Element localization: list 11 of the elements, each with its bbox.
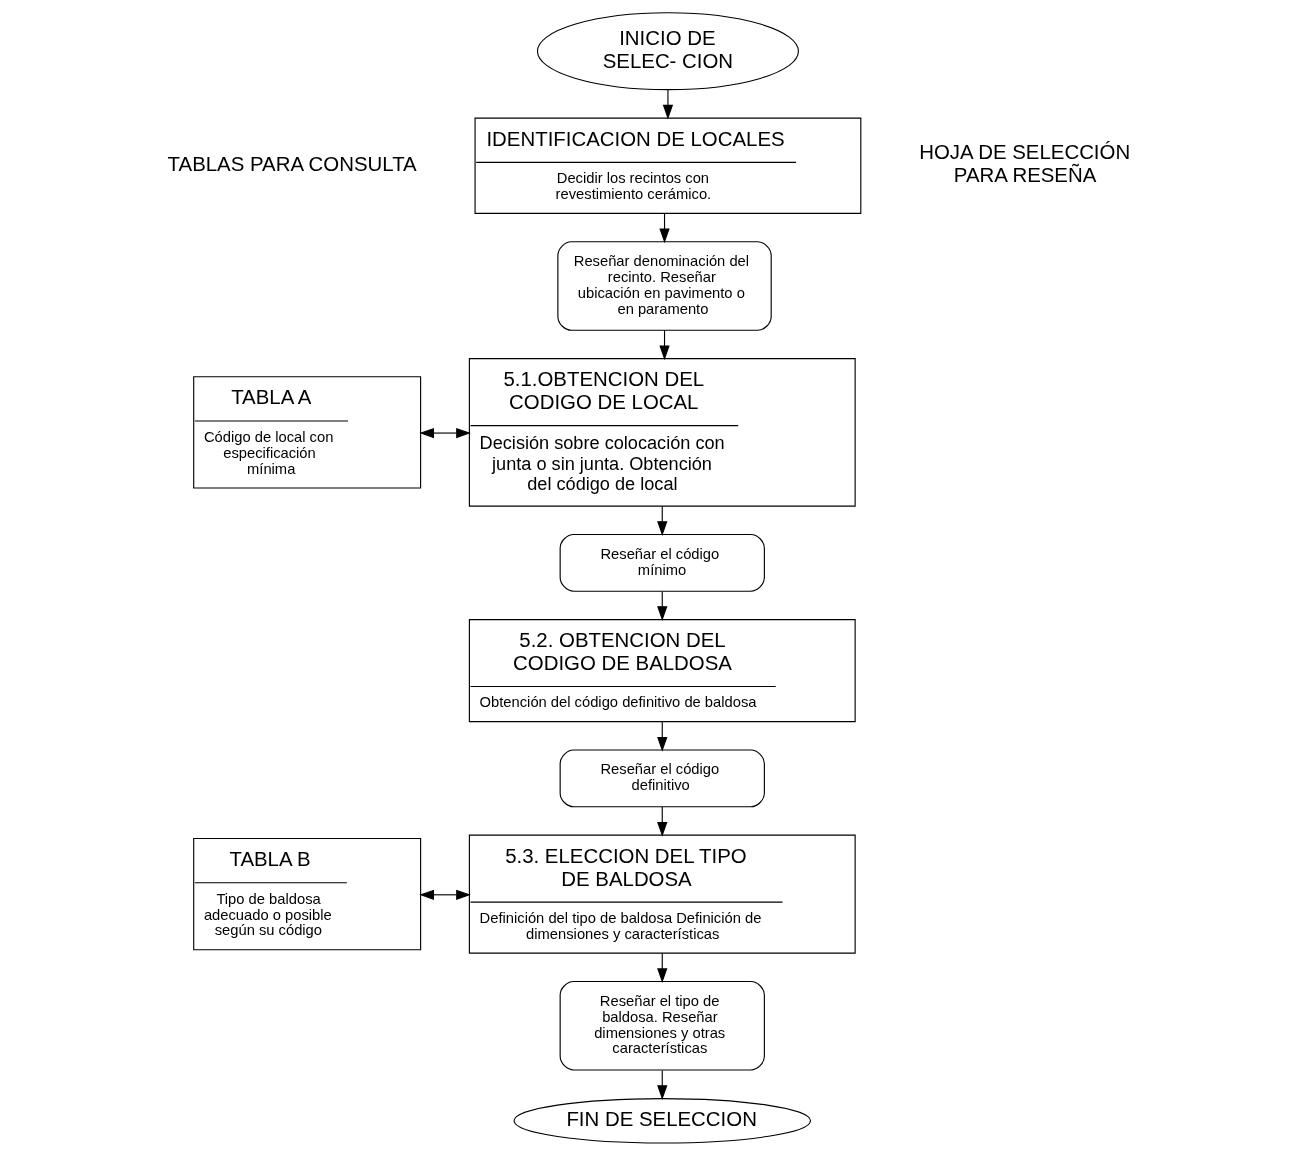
node-ellipse: INICIO DE SELEC- CION: [536, 12, 799, 91]
node-box: Reseñar el código mínimo: [559, 533, 765, 592]
node-box: Reseñar denominación del recinto. Reseñar ubicación en pavimento o en paramento: [556, 241, 772, 331]
arrow: [662, 89, 673, 120]
node-box: Reseñar el tipo de baldosa. Reseñar dimensiones y otras características: [559, 980, 765, 1071]
label: TABLAS PARA CONSULTA: [167, 152, 417, 175]
label: HOJA DE SELECCIÓN PARA RESEÑA: [918, 141, 1130, 187]
arrow: [418, 427, 471, 439]
arrow: [418, 889, 471, 900]
node-ellipse: FIN DE SELECCION: [513, 1098, 811, 1144]
node-box: Reseñar el código definitivo: [559, 749, 765, 808]
